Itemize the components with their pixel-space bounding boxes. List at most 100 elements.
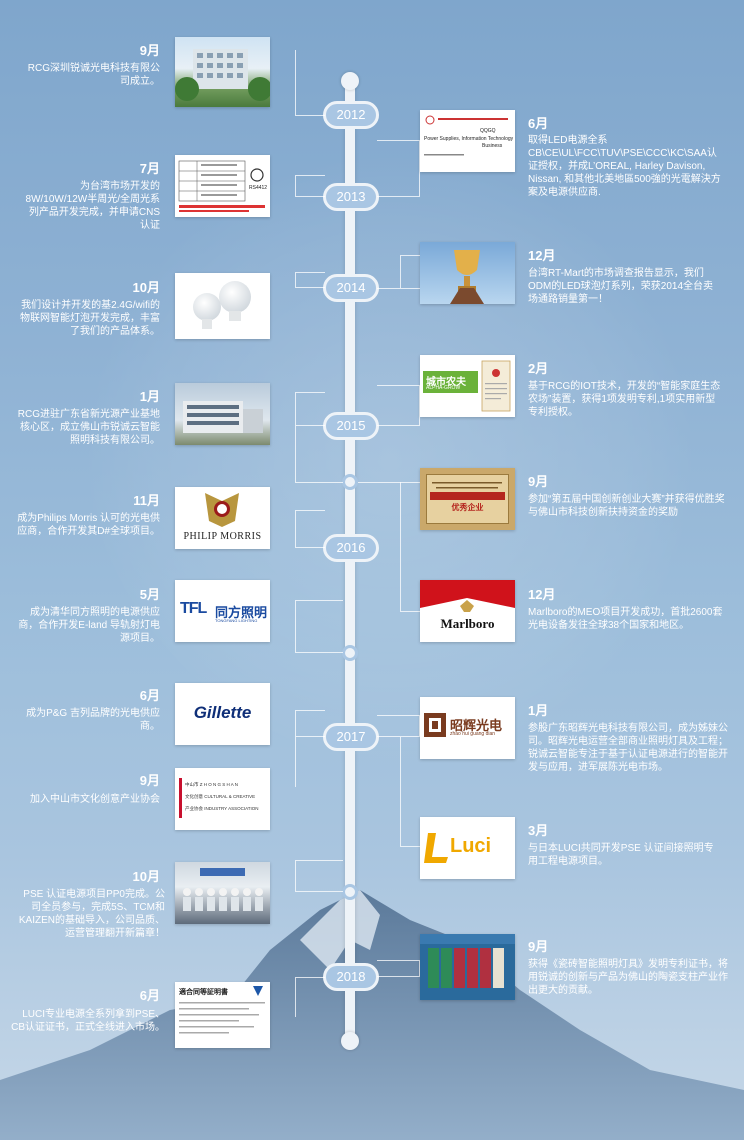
event-month: 3月 [528, 823, 549, 838]
philip-morris-logo: PHILIP MORRIS [175, 487, 270, 549]
connector [400, 737, 420, 847]
ul-line-2: Business [482, 143, 503, 149]
connector [295, 482, 343, 483]
connector [377, 385, 420, 426]
connector [295, 426, 296, 482]
zhongshan-association-logo: 中山市 Z H O N G S H A N 文化创意 CULTURAL & CR… [175, 768, 270, 830]
connector [295, 272, 325, 288]
connector [295, 50, 296, 115]
event-description: 参加“第五届中国创新创业大赛”并获得优胜奖与佛山市科技创新扶持资金的奖励 [528, 494, 725, 518]
event-month: 9月 [528, 939, 549, 954]
event-description: RCG进驻广东省新光源产业基地核心区，成立佛山市锐诚云智能照明科技有限公司。 [17, 409, 160, 446]
event-description: LUCI专业电源全系列拿到PSE、CB认证证书，正式全线进入市场。 [11, 1009, 165, 1033]
event-month: 1月 [528, 703, 549, 718]
luci-text: Luci [450, 835, 492, 857]
connector [358, 482, 420, 483]
connector [295, 115, 325, 116]
event-month: 1月 [139, 389, 160, 404]
connector [295, 600, 343, 653]
event-description: 基于RCG的IOT技术，开发的“智能家庭生态农场”装置，获得1项发明专利,1项实… [528, 381, 721, 418]
smart-bulb-photo [175, 273, 270, 339]
event-month: 7月 [139, 161, 160, 176]
cert-title: 適合同等証明書 [179, 989, 228, 996]
timeline-end-cap [341, 1032, 359, 1050]
ul-code: QQGQ [480, 128, 496, 134]
timeline-dot [342, 884, 358, 900]
background-map [80, 150, 700, 770]
logo-bar [179, 778, 182, 818]
zs-line-1: 中山市 Z H O N G S H A N [185, 782, 239, 787]
zhaohui-logo: 昭辉光电 zhao hui guang dian [420, 697, 515, 759]
award-text: 优秀企业 [451, 503, 484, 512]
year-2016: 2016 [323, 534, 379, 562]
innovation-award-plaque: 优秀企业 [420, 468, 515, 530]
marlboro-text: Marlboro [440, 616, 495, 631]
tfl-mark: TFL [180, 600, 207, 617]
event-month: 9月 [139, 773, 160, 788]
connector [377, 960, 420, 977]
philip-morris-text: PHILIP MORRIS [183, 531, 262, 542]
zs-line-3: 产业协会 INDUSTRY ASSOCIATION [185, 806, 259, 811]
connector [295, 510, 325, 548]
event-month: 9月 [139, 43, 160, 58]
event-month: 2月 [528, 361, 549, 376]
event-month: 6月 [139, 688, 160, 703]
tfl-chinese: 同方照明 [215, 605, 268, 620]
tfl-english: TONGFANG LIGHTING [215, 618, 258, 623]
timeline-dot [342, 474, 358, 490]
event-month: 11月 [133, 493, 160, 508]
connector [295, 175, 325, 197]
tongfang-lighting-logo: TFL 同方照明 TONGFANG LIGHTING [175, 580, 270, 642]
event-description: 成为P&G 吉列品牌的光电供应商。 [26, 708, 160, 732]
event-description: Marlboro的MEO项目开发成功，首批2600套光电设备发往全球38个国家和… [528, 607, 723, 631]
cns-code: RS4412 [249, 185, 268, 191]
luci-logo: Luci [420, 817, 515, 879]
year-2015: 2015 [323, 412, 379, 440]
office-building-photo [175, 37, 270, 107]
connector [295, 710, 325, 737]
ul-certificate-image: QQGQ Power Supplies, Information Technol… [420, 110, 515, 172]
marlboro-logo: Marlboro [420, 580, 515, 642]
event-description: 为台湾市场开发的8W/10W/12W半周光/全周光系列产品开发完成，并申请CNS… [25, 181, 160, 231]
event-description: 参股广东昭辉光电科技有限公司，成为姊妹公司。昭辉光电运营全部商业照明灯具及工程；… [528, 723, 728, 773]
event-month: 10月 [132, 280, 160, 295]
event-month: 10月 [132, 869, 160, 884]
connector [377, 288, 420, 289]
industrial-park-photo [175, 383, 270, 445]
timeline-start-cap [341, 72, 359, 90]
event-description: 成为Philips Morris 认可的光电供应商，合作开发其D#全球项目。 [17, 513, 160, 537]
connector [400, 482, 420, 612]
event-description: 台湾RT-Mart的市场调查报告显示，我们ODM的LED球泡灯系列，荣获2014… [528, 268, 714, 305]
connector [295, 860, 343, 892]
connector [295, 737, 296, 787]
gillette-logo: Gillette [175, 683, 270, 745]
gillette-text: Gillette [193, 703, 252, 722]
event-description: 取得LED电源全系CB\CE\UL\FCC\TUV\PSE\CCC\KC\SAA… [528, 135, 721, 198]
event-month: 12月 [528, 587, 556, 602]
year-2013: 2013 [323, 183, 379, 211]
farm-logo-en: ALPHA-GROW [426, 385, 461, 391]
year-2014: 2014 [323, 274, 379, 302]
zhaohui-en: zhao hui guang dian [450, 731, 496, 737]
timeline-dot [342, 645, 358, 661]
event-month: 6月 [139, 988, 160, 1003]
connector [377, 288, 420, 289]
farm-logo-cn: 城市农夫 [426, 377, 466, 388]
event-month: 5月 [139, 587, 160, 602]
connector [400, 255, 420, 288]
event-description: 加入中山市文化创意产业协会 [30, 794, 160, 805]
trophy-photo [420, 242, 515, 304]
cns-certificate-image: RS4412 [175, 155, 270, 217]
zhaohui-cn: 昭辉光电 [450, 718, 503, 733]
ul-line-1: Power Supplies, Information Technology [424, 136, 514, 142]
team-photo [175, 862, 270, 924]
farm-logo-block [423, 371, 478, 393]
year-2017: 2017 [323, 723, 379, 751]
pse-certificate-image: 適合同等証明書 [175, 982, 270, 1048]
event-description: PSE 认证电源项目PP0完成。公司全员参与，完成5S、TCM和KAIZEN的基… [18, 889, 165, 939]
alpha-grow-certificate-image: 城市农夫 ALPHA-GROW [420, 355, 515, 417]
connector [377, 715, 420, 737]
event-description: 成为清华同方照明的电源供应商，合作开发E-land 导轨射灯电源项目。 [18, 607, 160, 644]
event-description: 与日本LUCI共同开发PSE 认证间接照明专用工程电源项目。 [528, 843, 714, 867]
event-month: 6月 [528, 116, 549, 131]
